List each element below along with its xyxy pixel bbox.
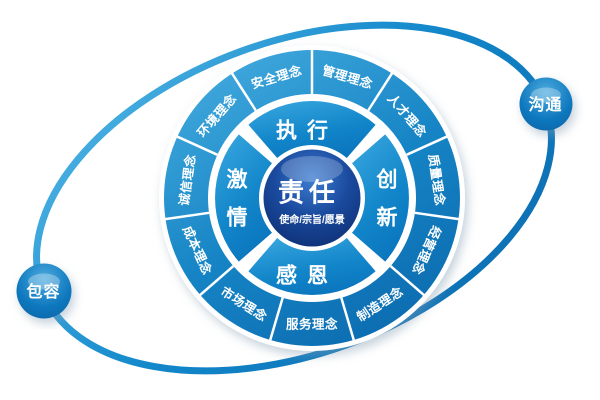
ring-dividers: [163, 48, 461, 343]
center-title: 责任: [278, 178, 340, 208]
culture-wheel: 安全理念 管理理念 人才理念 质量理念 经营理念 制造理念 服务理念 市场理念 …: [159, 45, 465, 351]
quadrant-bottom-shape: [248, 238, 376, 295]
ring-label-quality: 质量理念: [426, 153, 448, 207]
ring-label-integrity: 诚信理念: [176, 153, 198, 207]
quadrant-label-passion-bottom: 情: [227, 205, 248, 229]
inner-quadrants: [215, 101, 409, 295]
quadrant-label-innovation-bottom: 新: [377, 205, 398, 229]
quadrant-label-execution: 执行: [276, 118, 338, 142]
ring-label-service: 服务理念: [286, 316, 338, 331]
quadrant-labels: 执行 创 新 感恩 激 情: [227, 118, 398, 287]
center-sphere-highlight: [281, 156, 343, 182]
satellite-communication: 沟通: [519, 77, 573, 131]
center-sphere: [263, 149, 361, 247]
communication-sphere-highlight: [531, 87, 561, 103]
inclusion-sphere-highlight: [28, 273, 60, 290]
inclusion-sphere: [16, 263, 72, 319]
quadrant-label-innovation-top: 创: [376, 167, 398, 191]
communication-sphere: [519, 77, 573, 131]
inclusion-label: 包容: [26, 282, 60, 301]
quadrant-left-shape: [215, 134, 272, 262]
quadrant-right-shape: [352, 134, 409, 262]
communication-label: 沟通: [528, 95, 562, 114]
quadrant-label-passion-top: 激: [227, 167, 248, 191]
quadrant-label-gratitude: 感恩: [276, 263, 338, 287]
center-subtitle: 使命/宗旨/愿景: [278, 213, 345, 226]
satellite-inclusion: 包容: [16, 263, 72, 319]
quadrant-top-shape: [248, 101, 376, 158]
